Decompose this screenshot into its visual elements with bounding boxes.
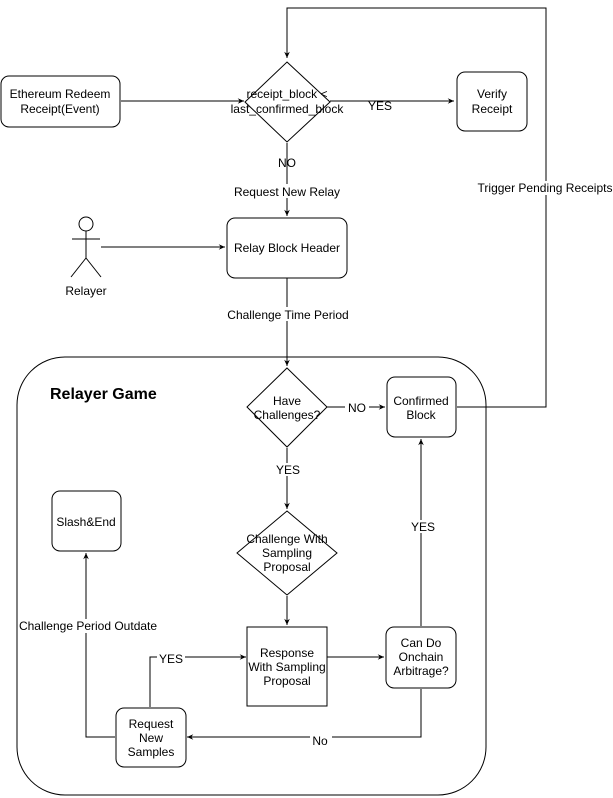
edge-label-challenge-outdate: Challenge Period Outdate: [19, 619, 157, 633]
receipt-check-label-2: last_confirmed_block: [231, 102, 345, 116]
receipt-check-label-1: receipt_block <: [246, 87, 327, 101]
onchain-arbitrage-label-3: Arbitrage?: [393, 664, 449, 678]
response-sampling-node: [246, 626, 328, 707]
challenge-sampling-decision: [236, 510, 338, 596]
request-samples-label-1: Request: [129, 717, 174, 731]
edge-request-to-response: [149, 654, 246, 707]
confirmed-block-label-2: Block: [406, 408, 436, 422]
edge-label-yes-response: YES: [159, 652, 183, 666]
ethereum-receipt-label-1: Ethereum Redeem: [10, 87, 111, 101]
request-samples-label-2: New: [139, 731, 163, 745]
edge-label-yes-challenge: YES: [276, 463, 300, 477]
relay-block-header-label: Relay Block Header: [234, 241, 340, 255]
request-samples-label-3: Samples: [128, 745, 175, 759]
onchain-arbitrage-label-2: Onchain: [399, 650, 444, 664]
edge-label-no-request: No: [312, 734, 328, 748]
relayer-label: Relayer: [65, 284, 106, 298]
relay-block-header-node: [226, 217, 348, 279]
verify-receipt-node: [456, 71, 528, 132]
verify-receipt-label-1: Verify: [477, 87, 507, 101]
confirmed-block-node: [386, 376, 457, 438]
edge-label-no-relay: NO: [278, 156, 296, 170]
relayer-game-group: [16, 356, 487, 796]
edge-confirmed-to-check: [284, 7, 547, 408]
relayer-actor-icon: [70, 216, 102, 278]
edge-label-no-confirmed: NO: [348, 401, 366, 415]
response-sampling-label-1: Response: [260, 646, 314, 660]
receipt-check-decision: [244, 61, 331, 143]
ethereum-receipt-label-2: Receipt(Event): [20, 102, 99, 116]
have-challenges-label-2: Challenges?: [254, 408, 321, 422]
relayer-game-title: Relayer Game: [50, 386, 157, 403]
edge-label-request-new-relay: Request New Relay: [234, 185, 340, 199]
response-sampling-label-3: Proposal: [263, 674, 310, 688]
challenge-sampling-label-1: Challenge With: [246, 532, 327, 546]
edge-label-yes-confirmed: YES: [411, 520, 435, 534]
onchain-arbitrage-node: [385, 626, 457, 689]
onchain-arbitrage-label-1: Can Do: [401, 636, 442, 650]
edge-label-trigger-pending: Trigger Pending Receipts: [478, 181, 613, 195]
have-challenges-decision: [246, 367, 328, 448]
edge-label-yes-verify: YES: [368, 99, 392, 113]
confirmed-block-label-1: Confirmed: [393, 394, 448, 408]
challenge-sampling-label-3: Proposal: [263, 560, 310, 574]
challenge-sampling-label-2: Sampling: [262, 546, 312, 560]
response-sampling-label-2: With Sampling: [248, 660, 325, 674]
request-samples-node: [115, 707, 187, 768]
slash-end-node: [51, 490, 122, 552]
verify-receipt-label-2: Receipt: [472, 102, 513, 116]
edge-arbitrage-to-request: [187, 689, 422, 740]
ethereum-receipt-node: [0, 75, 121, 128]
have-challenges-label-1: Have: [273, 394, 301, 408]
slash-end-label: Slash&End: [56, 515, 115, 529]
edge-label-challenge-time: Challenge Time Period: [227, 308, 348, 322]
edge-request-to-slash: [83, 553, 115, 738]
